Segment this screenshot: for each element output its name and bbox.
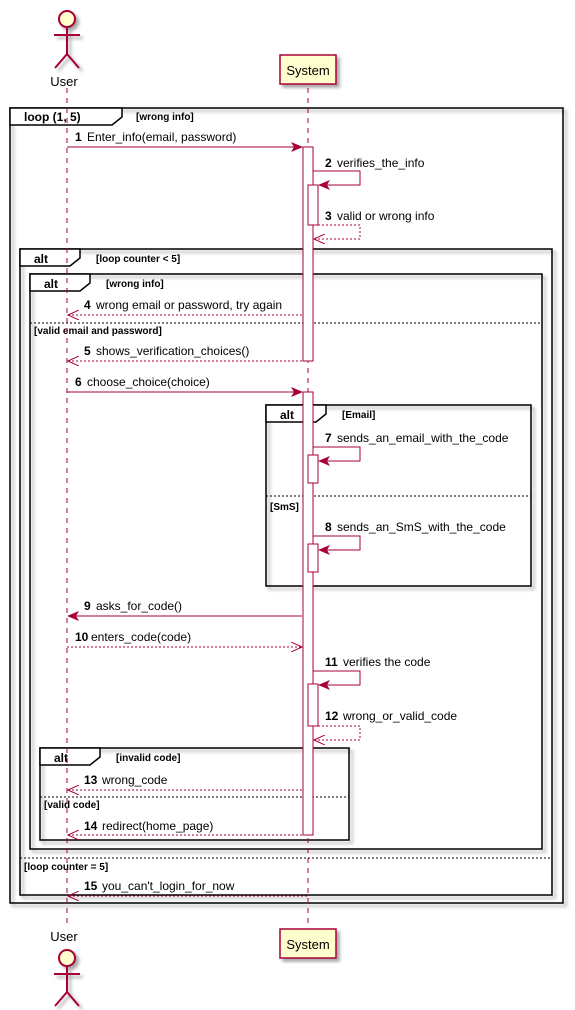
fragment-alt-counter-title: alt xyxy=(34,252,48,266)
fragment-alt-wrong-info: alt [wrong info] [valid email and passwo… xyxy=(29,273,543,850)
participant-user-label-top: User xyxy=(50,74,78,89)
message-arrow xyxy=(314,224,361,239)
fragment-alt-code-else-guard: [valid code] xyxy=(44,800,100,811)
message-label: verifies the code xyxy=(343,655,431,669)
message-number: 7 xyxy=(325,431,332,445)
fragment-alt-counter: alt [loop counter < 5] [loop counter = 5… xyxy=(19,248,553,896)
message-number: 6 xyxy=(75,375,82,389)
message-number: 10 xyxy=(75,630,89,644)
message-label: choose_choice(choice) xyxy=(87,375,210,389)
message-label: wrong_or_valid_code xyxy=(342,709,457,723)
message-2: 2 verifies_the_info xyxy=(313,156,425,190)
message-label: verifies_the_info xyxy=(337,156,425,170)
fragment-alt-wrong-else-guard: [valid email and password] xyxy=(34,326,162,337)
actor-user-bottom: User xyxy=(50,929,80,1007)
message-label: wrong_code xyxy=(101,773,168,787)
actor-icon xyxy=(54,949,80,1007)
actor-user-top: User xyxy=(50,10,80,89)
message-number: 9 xyxy=(84,599,91,613)
message-label: Enter_info(email, password) xyxy=(87,130,236,144)
message-5: 5 shows_verification_choices() xyxy=(68,344,302,361)
message-label: shows_verification_choices() xyxy=(96,344,249,358)
message-8: 8 sends_an_SmS_with_the_code xyxy=(313,520,506,555)
message-arrow xyxy=(313,170,361,190)
fragment-alt-wrong-guard: [wrong info] xyxy=(106,279,164,290)
message-14: 14 redirect(home_page) xyxy=(68,819,302,835)
message-9: 9 asks_for_code() xyxy=(67,599,302,621)
fragment-alt-code-title: alt xyxy=(54,751,68,765)
message-number: 12 xyxy=(325,709,339,723)
message-label: asks_for_code() xyxy=(96,599,182,613)
message-10: 10 enters_code(code) xyxy=(67,630,302,647)
participant-system-bottom: System xyxy=(279,928,337,959)
participant-system-label-bottom: System xyxy=(286,937,329,952)
participant-system-top: System xyxy=(279,54,337,85)
message-number: 15 xyxy=(84,879,98,893)
message-label: valid or wrong info xyxy=(337,209,435,223)
fragment-alt-code-guard: [invalid code] xyxy=(116,753,180,764)
message-label: redirect(home_page) xyxy=(102,819,213,833)
participant-system-label-top: System xyxy=(286,63,329,78)
message-label: sends_an_SmS_with_the_code xyxy=(337,520,506,534)
message-number: 13 xyxy=(84,773,98,787)
message-1: 1 Enter_info(email, password) xyxy=(67,130,303,152)
message-12: 12 wrong_or_valid_code xyxy=(314,709,457,740)
message-arrow xyxy=(313,446,361,466)
message-13: 13 wrong_code xyxy=(68,773,302,790)
message-number: 14 xyxy=(84,819,98,833)
fragment-loop-guard: [wrong info] xyxy=(136,112,194,123)
message-label: sends_an_email_with_the_code xyxy=(337,431,509,445)
fragment-alt-counter-guard: [loop counter < 5] xyxy=(96,254,180,265)
fragment-alt-counter-else-guard: [loop counter = 5] xyxy=(24,862,108,873)
message-number: 4 xyxy=(84,298,91,312)
message-15: 15 you_can't_login_for_now xyxy=(68,879,307,896)
message-11: 11 verifies the code xyxy=(313,655,431,690)
activation-bars xyxy=(302,146,319,836)
message-arrow xyxy=(314,725,361,740)
message-3: 3 valid or wrong info xyxy=(314,209,435,239)
message-label: wrong email or password, try again xyxy=(95,298,282,312)
fragment-alt-wrong-title: alt xyxy=(44,277,58,291)
participant-user-label-bottom: User xyxy=(50,929,78,944)
message-number: 8 xyxy=(325,520,332,534)
message-arrow xyxy=(313,535,361,555)
message-number: 3 xyxy=(325,209,332,223)
message-arrow xyxy=(313,670,361,690)
message-number: 2 xyxy=(325,156,332,170)
actor-icon xyxy=(54,10,80,69)
fragment-alt-code: alt [invalid code] [valid code] xyxy=(39,747,350,841)
message-number: 11 xyxy=(325,655,338,669)
message-label: enters_code(code) xyxy=(91,630,191,644)
message-number: 5 xyxy=(84,344,91,358)
message-4: 4 wrong email or password, try again xyxy=(68,298,302,315)
fragment-loop-title: loop (1, 5) xyxy=(24,110,81,124)
message-6: 6 choose_choice(choice) xyxy=(67,375,303,397)
fragment-alt-email-guard: [Email] xyxy=(342,410,375,421)
message-label: you_can't_login_for_now xyxy=(102,879,235,893)
fragment-alt-email-else-guard: [SmS] xyxy=(270,502,299,513)
message-number: 1 xyxy=(75,130,82,144)
message-7: 7 sends_an_email_with_the_code xyxy=(313,431,509,466)
fragment-alt-email-title: alt xyxy=(280,408,294,422)
